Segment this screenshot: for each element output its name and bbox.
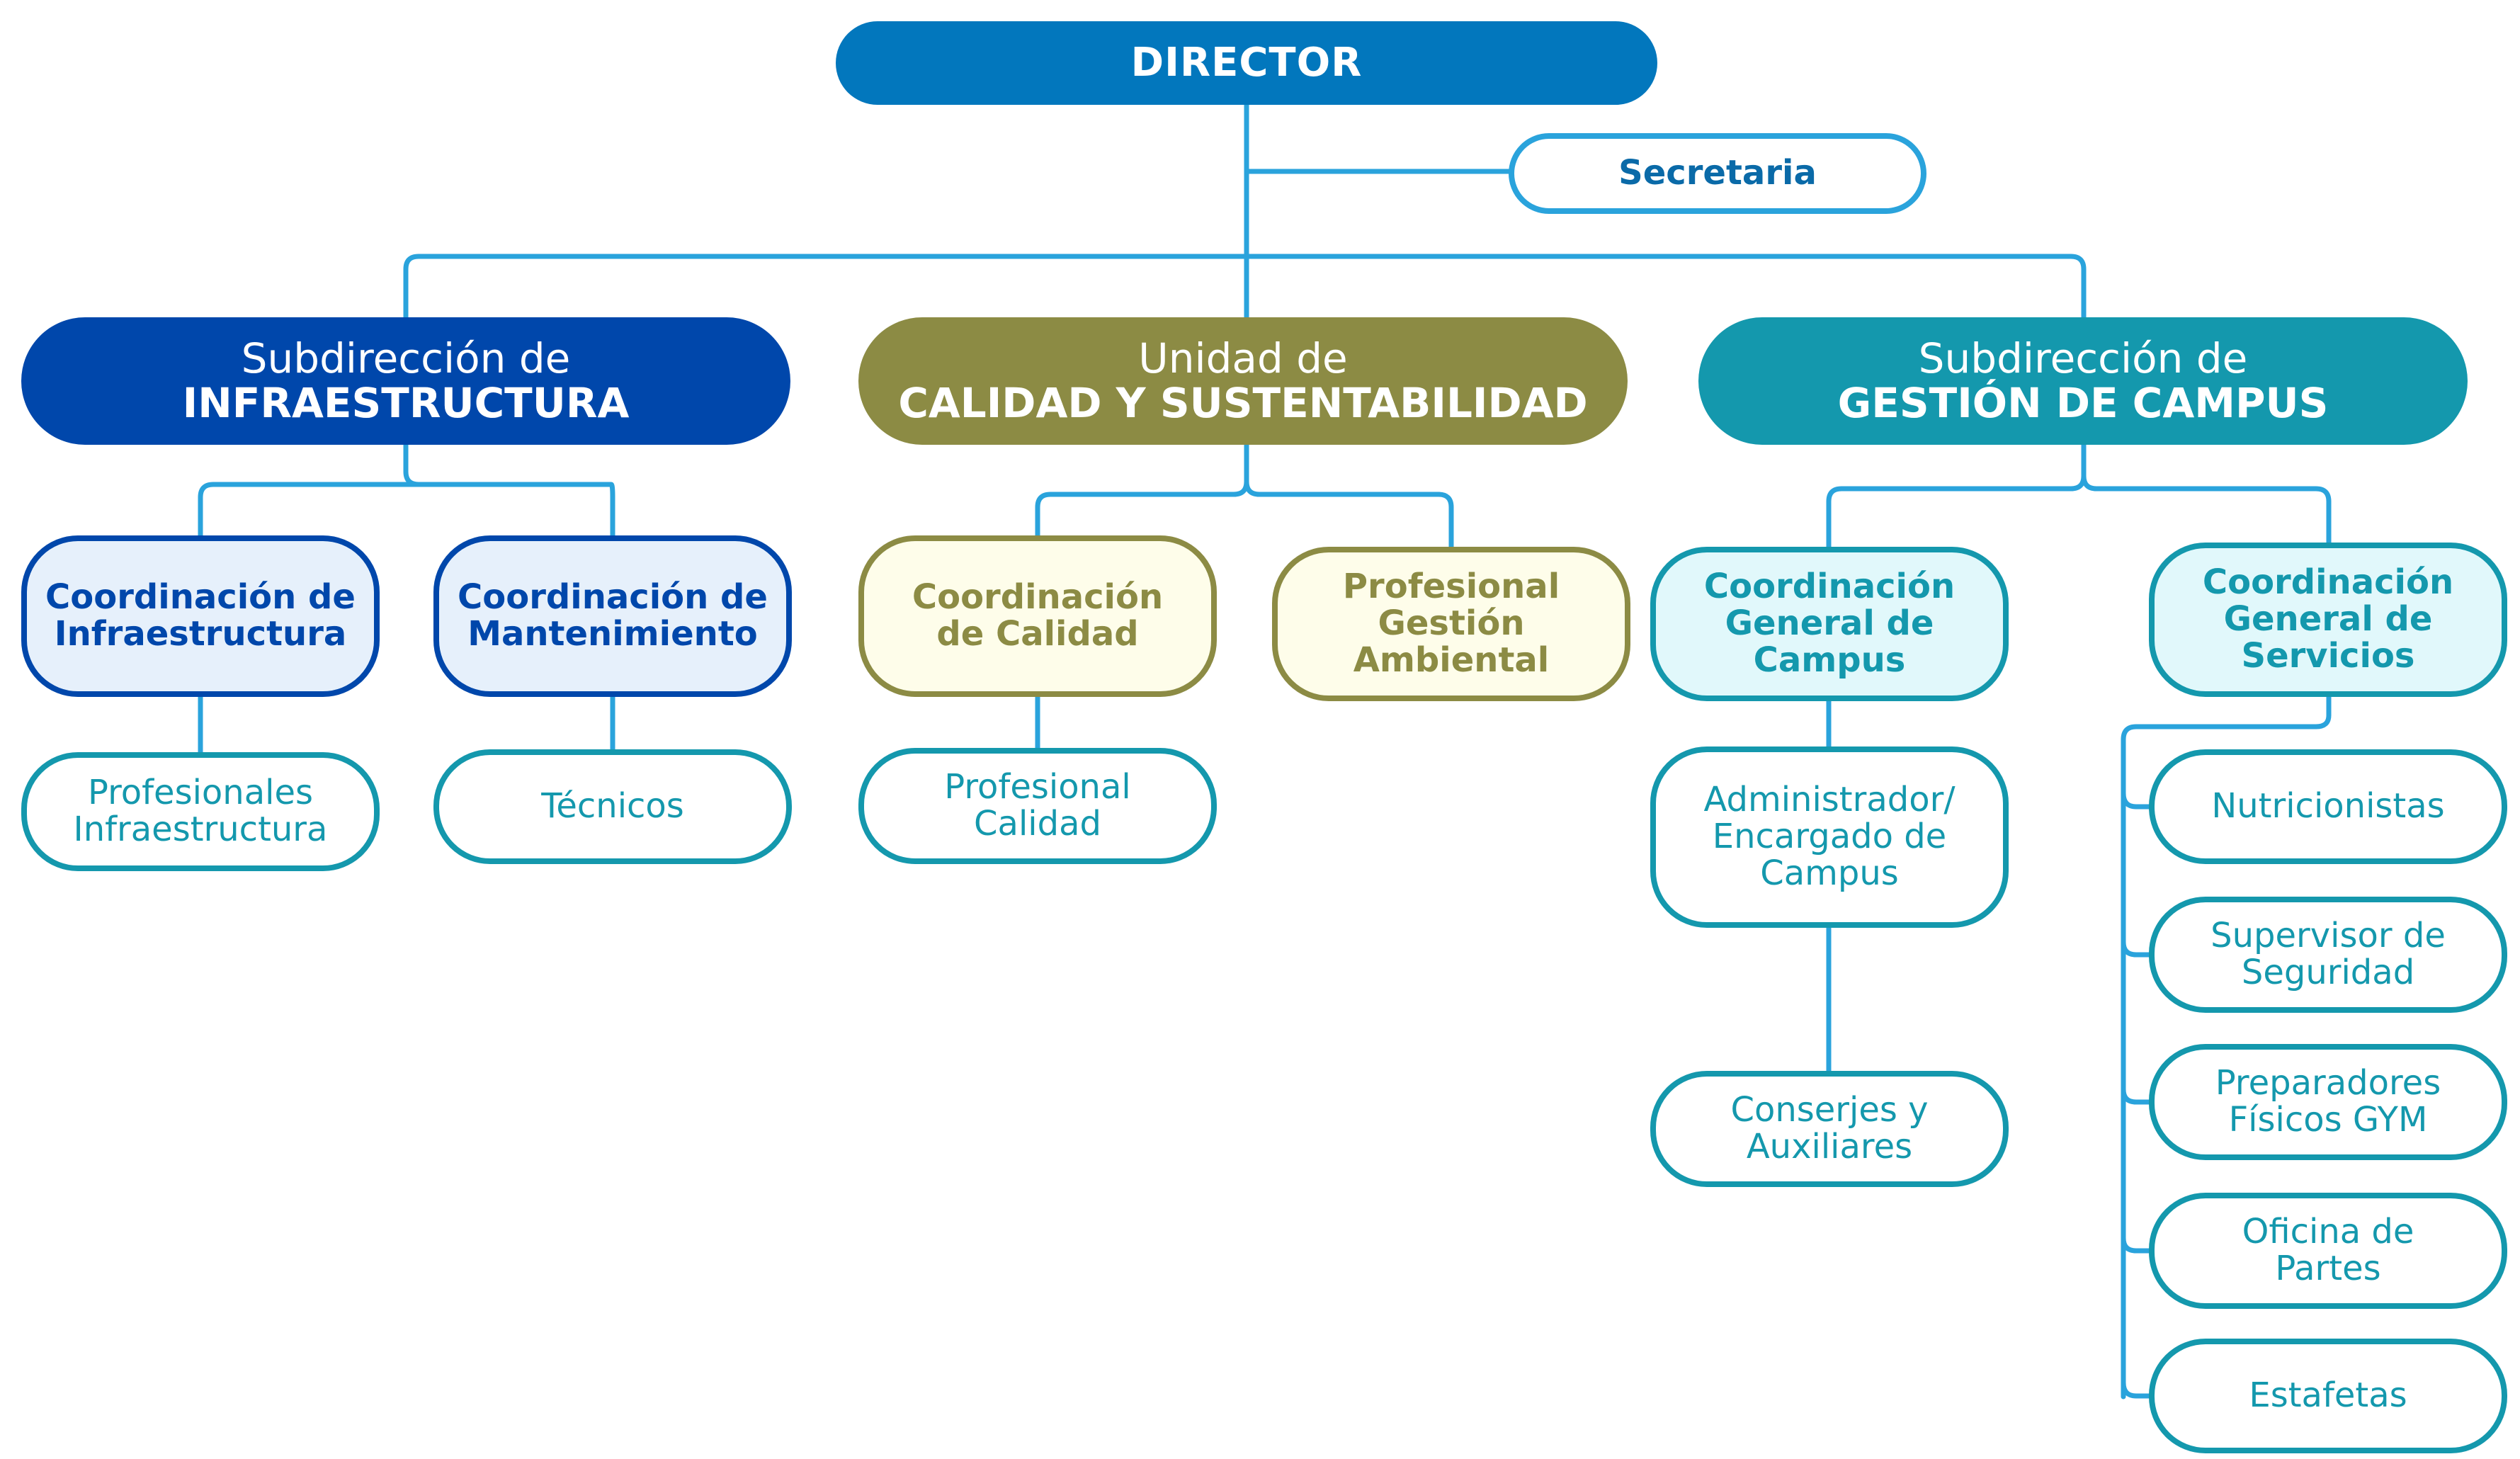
unidad-calidad-line1: Unidad de <box>1138 334 1348 383</box>
preparadores-fisicos-box[interactable]: Preparadores Físicos GYM <box>2149 1044 2507 1160</box>
unidad-calidad-box[interactable]: Unidad de CALIDAD Y SUSTENTABILIDAD <box>858 317 1628 445</box>
coordinacion-mantenimiento-box[interactable]: Coordinación de Mantenimiento <box>433 535 792 697</box>
nutricionistas-box[interactable]: Nutricionistas <box>2149 749 2507 864</box>
connector-oficina <box>2121 1235 2152 1254</box>
connector-top-bus <box>403 254 2087 320</box>
connector-nutricionistas <box>2121 790 2152 810</box>
administrador-campus-box[interactable]: Administrador/ Encargado de Campus <box>1650 746 2009 928</box>
director-label: DIRECTOR <box>1130 39 1363 86</box>
connector-supervisor <box>2121 939 2152 958</box>
subdireccion-campus-line2: GESTIÓN DE CAMPUS <box>1837 379 2329 427</box>
profesional-gestion-ambiental-box[interactable]: Profesional Gestión Ambiental <box>1272 547 1630 701</box>
tecnicos-box[interactable]: Técnicos <box>433 749 792 864</box>
connector-estafetas <box>2121 1380 2152 1399</box>
subdireccion-campus-line1: Subdirección de <box>1918 334 2248 383</box>
connector-calidad-split <box>1035 442 1454 550</box>
subdireccion-infraestructura-box[interactable]: Subdirección de INFRAESTRUCTURA <box>21 317 790 445</box>
conserjes-auxiliares-box[interactable]: Conserjes y Auxiliares <box>1650 1071 2009 1187</box>
oficina-partes-box[interactable]: Oficina de Partes <box>2149 1193 2507 1309</box>
connector-infra-split <box>198 442 615 538</box>
profesionales-infraestructura-box[interactable]: Profesionales Infraestructura <box>21 752 380 871</box>
coordinacion-general-campus-box[interactable]: Coordinación General de Campus <box>1650 547 2009 701</box>
coordinacion-general-servicios-box[interactable]: Coordinación General de Servicios <box>2149 543 2507 697</box>
subdireccion-infraestructura-line2: INFRAESTRUCTURA <box>182 379 630 427</box>
connector-preparadores <box>2121 1086 2152 1105</box>
connector-campus-split <box>1826 442 2332 550</box>
unidad-calidad-line2: CALIDAD Y SUSTENTABILIDAD <box>898 379 1588 427</box>
estafetas-box[interactable]: Estafetas <box>2149 1339 2507 1453</box>
coordinacion-calidad-box[interactable]: Coordinación de Calidad <box>858 535 1217 697</box>
supervisor-seguridad-box[interactable]: Supervisor de Seguridad <box>2149 897 2507 1013</box>
coordinacion-infraestructura-box[interactable]: Coordinación de Infraestructura <box>21 535 380 697</box>
profesional-calidad-box[interactable]: Profesional Calidad <box>858 748 1217 864</box>
subdireccion-infraestructura-line1: Subdirección de <box>241 334 571 383</box>
subdireccion-campus-box[interactable]: Subdirección de GESTIÓN DE CAMPUS <box>1698 317 2468 445</box>
secretaria-label: Secretaria <box>1618 153 1817 193</box>
director-box[interactable]: DIRECTOR <box>836 21 1657 105</box>
connector-servicios-rail <box>2121 694 2332 1400</box>
secretaria-box[interactable]: Secretaria <box>1509 133 1926 214</box>
